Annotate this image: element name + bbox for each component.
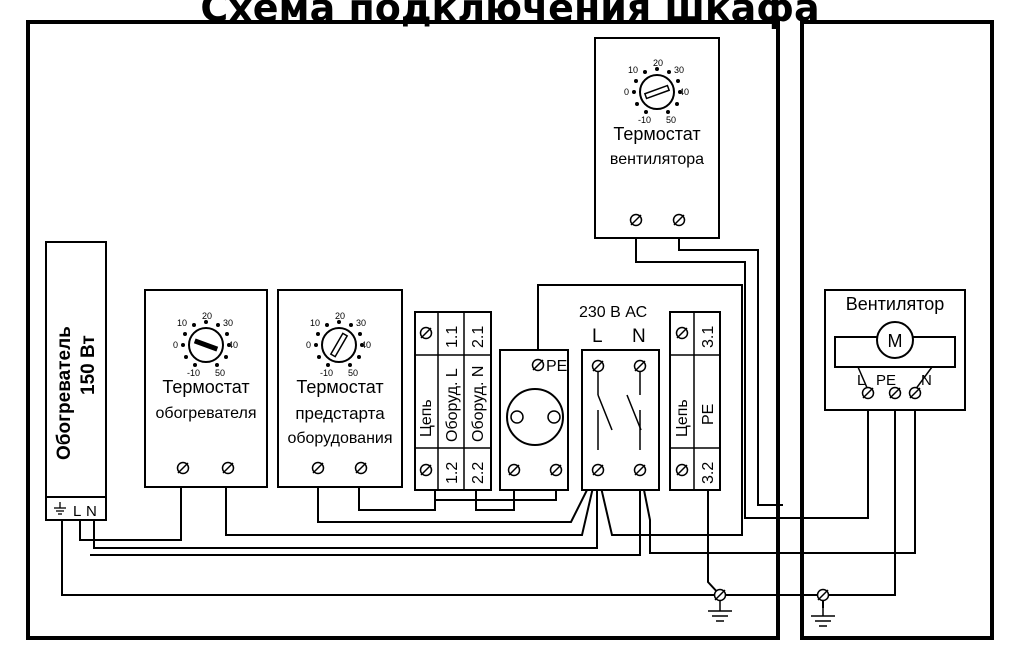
socket: PE: [499, 349, 569, 491]
svg-text:-10: -10: [187, 368, 200, 378]
svg-text:10: 10: [628, 65, 638, 75]
fan-cabinet-frame: [800, 20, 994, 640]
svg-text:10: 10: [177, 318, 187, 328]
fan: Вентилятор M L PE N: [824, 289, 966, 411]
heater: Обогреватель 150 Вт L N: [45, 241, 107, 521]
prestart-thermostat: 20 30 40 50 -10 0 10 Термостат предстарт…: [277, 289, 403, 488]
svg-text:PE: PE: [876, 372, 896, 389]
breaker: 230 В АС L N: [579, 304, 660, 491]
svg-text:1.2: 1.2: [444, 462, 461, 484]
svg-text:20: 20: [202, 311, 212, 321]
svg-text:40: 40: [361, 340, 371, 350]
svg-text:40: 40: [679, 87, 689, 97]
fan-thermostat: 20 30 40 50 -10 0 10 Термостат вентилято…: [594, 37, 720, 239]
svg-text:20: 20: [653, 58, 663, 68]
svg-text:1.1: 1.1: [444, 326, 461, 348]
fan-name: Вентилятор: [846, 294, 945, 314]
svg-text:0: 0: [624, 87, 629, 97]
heater-name: Обогреватель: [54, 326, 75, 460]
svg-text:20: 20: [335, 311, 345, 321]
svg-text:PE: PE: [700, 404, 717, 425]
svg-text:Цепь: Цепь: [674, 399, 691, 437]
svg-text:L: L: [592, 326, 603, 347]
svg-text:50: 50: [215, 368, 225, 378]
ground-icon: [54, 502, 66, 515]
terminal-block-2: 3.1 Цепь PE 3.2: [669, 311, 721, 491]
svg-text:30: 30: [223, 318, 233, 328]
svg-text:50: 50: [348, 368, 358, 378]
svg-text:0: 0: [173, 340, 178, 350]
svg-text:2.2: 2.2: [470, 462, 487, 484]
fan-thermostat-line2: вентилятора: [610, 151, 704, 168]
heater-thermostat-line1: Термостат: [162, 377, 249, 397]
svg-text:40: 40: [228, 340, 238, 350]
svg-text:N: N: [632, 326, 646, 347]
diagram-title: Схема подключения шкафа: [200, 0, 820, 30]
svg-text:-10: -10: [638, 115, 651, 125]
svg-text:2.1: 2.1: [470, 326, 487, 348]
prestart-thermostat-line3: оборудования: [287, 430, 392, 447]
svg-text:Оборуд. N: Оборуд. N: [470, 366, 487, 442]
prestart-thermostat-line1: Термостат: [296, 377, 383, 397]
heater-thermostat: 20 30 40 50 -10 0 10 Термостат обогреват…: [144, 289, 268, 488]
svg-text:3.1: 3.1: [700, 326, 717, 348]
svg-text:PE: PE: [546, 358, 567, 375]
heater-thermostat-line2: обогревателя: [156, 405, 257, 422]
heater-terminal-l: L: [73, 503, 81, 520]
svg-text:M: M: [888, 331, 903, 351]
cabinet-frame: [26, 20, 780, 640]
svg-text:Оборуд. L: Оборуд. L: [444, 368, 461, 442]
terminal-block-1: 1.1 2.1 Цепь Оборуд. L Оборуд. N 1.2 2.2: [414, 311, 492, 491]
prestart-thermostat-line2: предстарта: [295, 404, 385, 423]
svg-text:3.2: 3.2: [700, 462, 717, 484]
heater-power: 150 Вт: [78, 335, 99, 395]
heater-terminal-n: N: [86, 503, 97, 520]
svg-text:30: 30: [356, 318, 366, 328]
svg-text:-10: -10: [320, 368, 333, 378]
breaker-voltage: 230 В АС: [579, 304, 647, 321]
svg-text:30: 30: [674, 65, 684, 75]
svg-text:0: 0: [306, 340, 311, 350]
svg-text:10: 10: [310, 318, 320, 328]
svg-text:L: L: [857, 372, 865, 389]
svg-text:50: 50: [666, 115, 676, 125]
fan-thermostat-line1: Термостат: [613, 124, 700, 144]
svg-text:Цепь: Цепь: [418, 399, 435, 437]
svg-text:N: N: [921, 372, 932, 389]
